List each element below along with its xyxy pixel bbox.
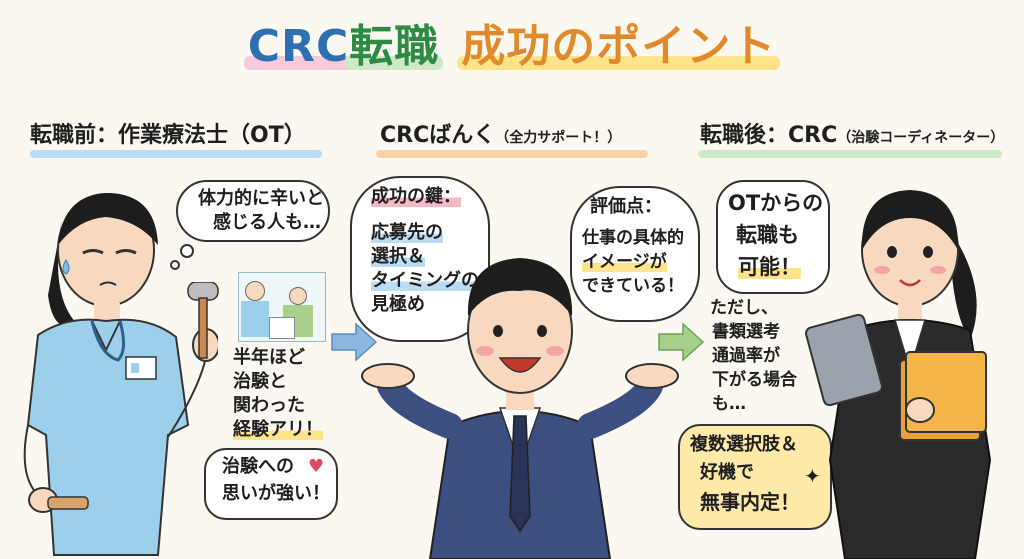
thought-text-1: 体力的に辛いと (198, 188, 324, 209)
note-kakawatta: 関わった (233, 395, 305, 416)
result-line2: 好機で (700, 462, 754, 483)
sparkle-icon: ✦ (804, 464, 821, 488)
heading-after: 転職後：CRC（治験コーディネーター） (700, 123, 1005, 148)
advisor-illustration (361, 258, 679, 559)
evaluation-title: 評価点： (590, 196, 662, 217)
thought-bubble-fatigue (176, 180, 330, 242)
success-key-line1: 応募先の (371, 222, 443, 243)
heading-center: CRCばんく（全力サポート！） (380, 123, 622, 148)
result-box (678, 424, 832, 530)
success-key-line4: 見極め (371, 294, 425, 315)
evaluation-line3: できている！ (582, 276, 684, 296)
passion-text-2: 思いが強い！ (222, 483, 330, 504)
possible-line3: 可能！ (738, 255, 801, 279)
thought-dot-2 (170, 260, 180, 270)
thought-dot-1 (180, 244, 194, 258)
heart-icon: ♥ (308, 456, 325, 477)
heading-before: 転職前：作業療法士（OT） (30, 123, 306, 148)
possible-line2: 転職も (736, 223, 799, 247)
arrow-right-icon-2 (658, 322, 705, 362)
possible-line1: OTからの (728, 191, 824, 215)
note-experience: 経験アリ！ (233, 419, 323, 440)
note-pass-rate: 通過率が (712, 346, 780, 366)
evaluation-line1: 仕事の具体的 (582, 228, 684, 248)
success-key-line2: 選択＆ (371, 246, 425, 267)
note-tadashi: ただし、 (710, 298, 778, 318)
note-chiken: 治験と (233, 371, 287, 392)
ot-therapist-illustration (23, 193, 218, 556)
success-key-title: 成功の鍵： (371, 186, 461, 207)
title-success-points: 成功のポイント (461, 21, 777, 72)
note-half-year: 半年ほど (233, 347, 305, 368)
note-document: 書類選考 (712, 322, 780, 342)
heading-after-underline (698, 150, 1002, 158)
passion-text-1: 治験への (222, 456, 294, 477)
title-tenshoku: 転職 (349, 21, 440, 72)
result-line1: 複数選択肢＆ (690, 434, 798, 455)
note-mo: も… (712, 394, 746, 414)
heading-before-underline (30, 150, 322, 158)
note-decrease: 下がる場合 (712, 370, 797, 390)
reflex-hammer-icon (187, 282, 219, 359)
page-title: CRC転職成功のポイント (0, 10, 1024, 74)
heading-center-underline (376, 150, 648, 158)
result-line3: 無事内定！ (700, 490, 800, 514)
arrow-right-icon (331, 322, 378, 362)
evaluation-line2: イメージが (582, 252, 667, 272)
thought-text-2: 感じる人も… (213, 212, 321, 233)
success-key-line3: タイミングの (371, 270, 479, 291)
title-crc: CRC (247, 21, 350, 72)
speech-bubble-passion (204, 448, 338, 520)
crc-coordinator-illustration (805, 190, 992, 559)
clinic-scene-image (238, 272, 326, 342)
